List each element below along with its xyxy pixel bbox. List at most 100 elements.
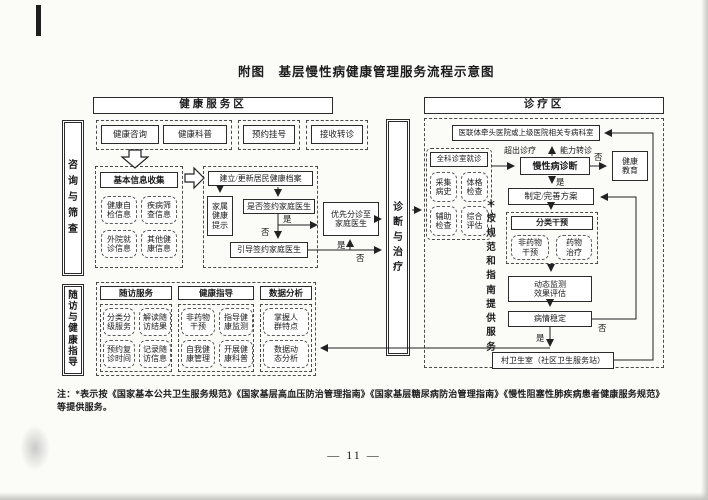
node-priority-triage: 优先分诊至家庭医生 [323, 202, 379, 236]
node-label: 指导健康监测 [224, 312, 248, 331]
header-health-guidance: 健康指导 [178, 286, 254, 300]
label-no-guide-sign: 否 [356, 253, 365, 263]
node-receive-referral: 接收转诊 [311, 125, 363, 144]
node-family-health-tip: 家属健康提示 [207, 196, 233, 236]
node-book-revisit-time: 预约复诊时间 [103, 340, 135, 368]
node-label: 药物治疗 [566, 238, 582, 257]
node-dynamic-monitoring: 动态监测效果评估 [508, 276, 592, 302]
node-self-check-info: 健康自检信息 [101, 196, 137, 224]
node-interpret-followup-result: 解读随访结果 [139, 308, 171, 336]
footnote-line1: 注：*表示按《国家基本公共卫生服务规范》《国家基层高血压防治管理指南》《国家基层… [57, 389, 665, 399]
node-label: 采集病史 [435, 177, 452, 196]
group-appointment [238, 120, 300, 150]
side-label-text: 诊断与治疗 [393, 202, 403, 273]
label-yes-stable: 是 [536, 333, 545, 343]
node-label: 数据动态分析 [274, 344, 298, 363]
node-physical-exam: 体格检查 [461, 172, 488, 202]
node-other-health-info: 其他健康信息 [141, 230, 177, 258]
figure-title: 附图 基层慢性病健康管理服务流程示意图 [238, 65, 495, 79]
node-village-clinic: 村卫生室（社区卫生服务站） [492, 352, 614, 369]
hollow-right-arrow [184, 166, 205, 190]
node-label: 记录随访信息 [143, 344, 167, 363]
node-appointment: 预约挂号 [243, 125, 295, 144]
block-followup-service [100, 304, 172, 372]
header-data-analysis: 数据分析 [260, 286, 312, 300]
footnote-line2: 等提供服务。 [57, 402, 113, 412]
node-screening-info: 疾病筛查信息 [141, 196, 177, 224]
node-guide-sign-family-doctor: 引导签约家庭医生 [230, 242, 308, 258]
side-label-consult-screening: 咨询与筛查 [62, 120, 84, 276]
node-label: 优先分诊至家庭医生 [330, 209, 371, 228]
node-label: 辅助检查 [435, 211, 452, 230]
scan-edge-right [701, 0, 708, 500]
node-label: 综合评估 [466, 211, 483, 230]
node-condition-stable: 病情稳定 [508, 311, 592, 327]
label-no-diagnosis: 否 [594, 152, 603, 162]
node-label: 健康自检信息 [107, 200, 131, 219]
node-label: 预约复诊时间 [107, 344, 131, 363]
header-followup-service: 随访服务 [100, 286, 172, 300]
side-label-text: 随访与健康指导 [68, 290, 78, 368]
page-number: — 11 — [327, 448, 381, 462]
node-drug-treatment: 药物治疗 [556, 235, 592, 260]
side-label-text: 咨询与筛查 [68, 160, 78, 235]
node-comprehensive-assess: 综合评估 [461, 206, 488, 236]
node-guide-health-monitor: 指导健康监测 [219, 308, 253, 336]
group-consult-education [96, 120, 232, 150]
node-label: 自我健康管理 [186, 344, 210, 363]
node-label: 外院就诊信息 [107, 234, 131, 253]
node-record-followup-info: 记录随访信息 [139, 340, 171, 368]
label-yes-guide-sign: 是 [337, 240, 346, 250]
scan-smudge [20, 425, 50, 471]
block-archive [203, 166, 318, 268]
node-gp-clinic-visit: 全科诊室就诊 [430, 152, 488, 167]
node-label: 分类分级服务 [107, 312, 131, 331]
node-label: 体格检查 [466, 177, 483, 196]
label-beyond-capacity-right: 能力转诊 [560, 146, 592, 155]
label-yes-diagnosis: 是 [556, 177, 565, 187]
node-chronic-diagnosis: 慢性病诊断 [520, 157, 590, 175]
region-header-clinic: 诊疗区 [424, 97, 664, 114]
node-label: 非药物干预 [518, 238, 542, 257]
block-gp-visit [426, 148, 492, 240]
node-health-consult: 健康咨询 [101, 125, 159, 144]
node-classified-intervention: 分类干预 [511, 216, 593, 230]
label-yes-signed: 是 [283, 214, 292, 224]
node-population-characteristics: 掌握人群特点 [263, 308, 309, 336]
node-outside-visit-info: 外院就诊信息 [101, 230, 137, 258]
node-classified-graded-service: 分类分级服务 [103, 308, 135, 336]
region-header-health-service: 健康服务区 [93, 97, 333, 114]
side-label-diagnosis-treatment: 诊断与治疗 [386, 119, 410, 356]
scan-edge-bottom [0, 492, 708, 500]
node-label: 开展健康科普 [224, 344, 248, 363]
node-label: 非药物干预 [186, 312, 210, 331]
block-health-guidance [178, 304, 254, 372]
node-consortium-hospital: 医联体牵头医院或上级医院相关专病科室 [452, 125, 600, 141]
node-label: 其他健康信息 [147, 234, 171, 253]
label-no-stable: 否 [598, 323, 607, 333]
node-self-health-management: 自我健康管理 [181, 340, 215, 368]
node-label: 健康教育 [622, 156, 638, 175]
block-followup-band [96, 282, 316, 376]
node-info-collect-header: 基本信息收集 [100, 172, 178, 188]
node-carry-health-popularization: 开展健康科普 [219, 340, 253, 368]
node-create-update-archive: 建立/更新居民健康档案 [208, 171, 313, 186]
node-label: 解读随访结果 [143, 312, 167, 331]
group-receive-referral [306, 120, 368, 150]
node-health-education-popular: 健康科普 [163, 125, 227, 144]
node-collect-history: 采集病史 [430, 172, 457, 202]
block-data-analysis [260, 304, 312, 372]
node-non-drug-intervention: 非药物干预 [511, 235, 549, 260]
node-signed-family-doctor-question: 是否签约家庭医生 [243, 199, 315, 214]
node-label: 掌握人群特点 [274, 312, 298, 331]
node-health-education: 健康教育 [612, 151, 648, 181]
node-label: 动态监测效果评估 [533, 279, 566, 298]
label-no-signed: 否 [261, 227, 270, 237]
scan-mark [36, 5, 41, 36]
side-label-followup-guidance: 随访与健康指导 [62, 284, 84, 376]
node-auxiliary-exam: 辅助检查 [430, 206, 457, 236]
node-guidance-non-drug: 非药物干预 [181, 308, 215, 336]
node-make-plan: 制定/完善方案 [508, 188, 594, 205]
node-dynamic-data-analysis: 数据动态分析 [263, 340, 309, 368]
